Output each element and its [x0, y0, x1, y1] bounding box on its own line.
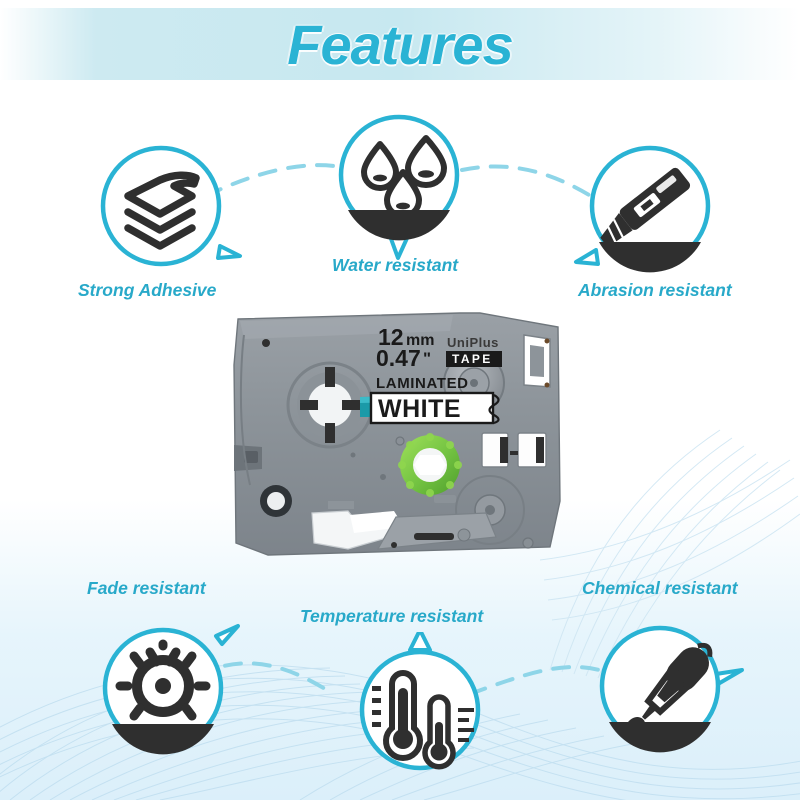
feature-label: Fade resistant [87, 578, 206, 598]
laminated-text: LAMINATED [376, 375, 469, 392]
tape-width-in: 0.47 [376, 345, 421, 371]
thermometer-icon [359, 632, 481, 771]
feature-chemical-resistant[interactable]: Chemical resistant [578, 570, 768, 753]
water-drops-icon [338, 114, 460, 260]
page-title: Features [287, 12, 513, 76]
pipette-icon [599, 625, 744, 753]
tape-color-name: WHITE [378, 395, 461, 423]
tape-width-in-unit: " [423, 349, 431, 368]
feature-abrasion-resistant[interactable]: Abrasion resistant [568, 138, 748, 308]
feature-label: Temperature resistant [300, 606, 484, 626]
header-band [0, 8, 800, 80]
sun-icon [102, 624, 240, 755]
label-tape-cassette: 12 mm 0.47 " UniPlus TAPE LAMINATED WHIT… [228, 305, 568, 567]
cassette-label: 12 mm 0.47 " UniPlus TAPE LAMINATED WHIT… [369, 324, 502, 425]
tape-width-mm: 12 [378, 324, 404, 350]
feature-water-resistant[interactable]: Water resistant [318, 100, 488, 280]
brand-sub: TAPE [452, 352, 493, 366]
feature-label: Chemical resistant [582, 578, 738, 598]
feature-label: Water resistant [332, 255, 459, 275]
cutter-knife-icon [574, 145, 711, 273]
layers-icon [100, 145, 242, 267]
brand-name: UniPlus [447, 335, 499, 350]
feature-fade-resistant[interactable]: Fade resistant [87, 570, 258, 755]
feature-temperature-resistant[interactable]: Temperature resistant [300, 600, 520, 780]
feature-strong-adhesive[interactable]: Strong Adhesive [78, 138, 248, 308]
tape-width-mm-unit: mm [406, 332, 434, 349]
wave-pattern-right [540, 429, 800, 680]
feature-label: Abrasion resistant [578, 280, 732, 300]
feature-label: Strong Adhesive [78, 280, 217, 300]
